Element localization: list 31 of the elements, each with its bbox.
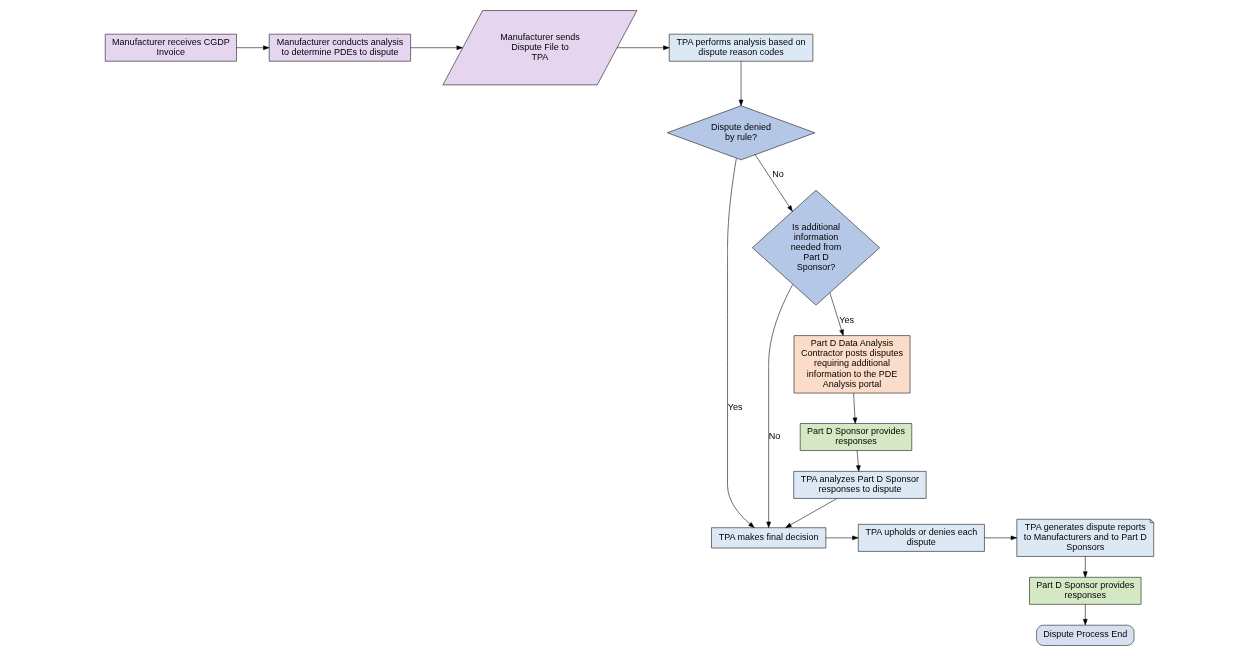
node-box: Manufacturer conducts analysis to determine PDEs to dispute <box>268 33 411 62</box>
arrow <box>754 154 793 212</box>
node-box: TPA performs analysis based on dispute reason codes <box>668 33 813 62</box>
arrow <box>616 45 669 50</box>
arrow <box>738 61 743 106</box>
node-box: Manufacturer receives CGDP Invoice <box>104 33 237 62</box>
arrow <box>726 158 755 528</box>
edge-label: No <box>768 431 780 442</box>
arrow <box>235 45 269 50</box>
edge-label: No <box>771 169 784 180</box>
arrow <box>829 292 844 336</box>
arrow <box>852 392 857 424</box>
arrow <box>825 535 858 541</box>
arrow <box>1082 604 1088 626</box>
node-diamond: Dispute denied by rule? <box>666 105 815 161</box>
arrow <box>855 450 861 472</box>
edge-label: Yes <box>727 402 742 413</box>
node-box: TPA upholds or denies each dispute <box>857 524 985 552</box>
node-box: Part D Data Analysis Contractor posts disputes requiring additional information to the PDE Analysis portal <box>793 335 910 394</box>
arrow <box>1082 556 1088 578</box>
node-diamond: Is additional information needed from Part D Sponsor? <box>751 189 880 306</box>
node-box: Part D Sponsor provides responses <box>1028 576 1141 605</box>
arrow <box>983 535 1017 541</box>
edge-label: Yes <box>838 314 854 325</box>
node-box: Part D Sponsor provides responses <box>799 423 912 451</box>
arrow <box>410 45 463 50</box>
arrow <box>765 284 793 528</box>
arrow <box>784 498 837 528</box>
node-box: TPA analyzes Part D Sponsor responses to dispute <box>792 471 926 499</box>
node-box: Dispute Process End <box>1035 624 1134 646</box>
node-box: TPA makes final decision <box>710 527 826 549</box>
